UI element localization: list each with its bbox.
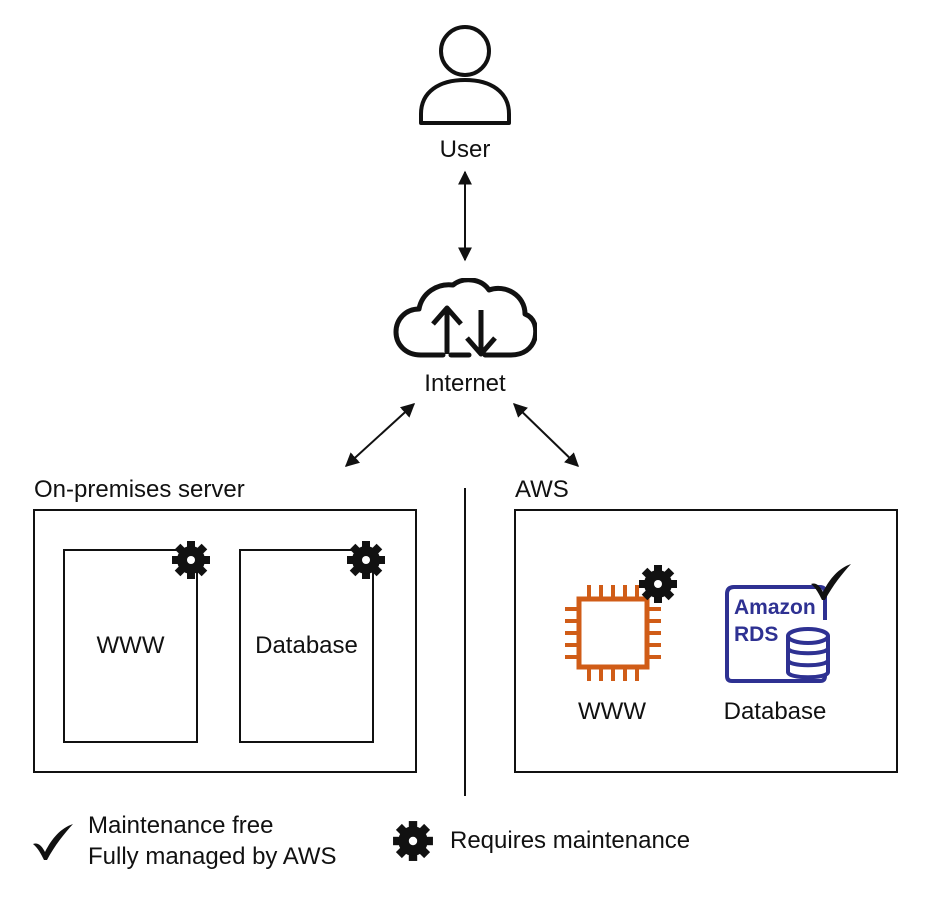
legend-maintenance-free: Maintenance free — [88, 812, 274, 839]
gear-icon — [172, 541, 210, 579]
aws-title: AWS — [515, 476, 569, 503]
checkmark-icon — [811, 564, 851, 600]
cloud-upload-download-icon — [393, 278, 537, 358]
gear-icon — [347, 541, 385, 579]
database-server-box — [239, 549, 374, 743]
aws-www-label: WWW — [578, 698, 646, 725]
internet-label: Internet — [424, 370, 506, 397]
legend-requires-maintenance: Requires maintenance — [450, 827, 691, 854]
aws-database-label: Database — [723, 698, 827, 725]
gear-icon — [393, 821, 433, 861]
checkmark-icon — [33, 824, 73, 860]
svg-text:Amazon: Amazon — [734, 596, 816, 619]
on-premises-title: On-premises server — [34, 476, 245, 503]
ec2-chip-icon — [565, 585, 661, 681]
aws-box — [514, 509, 898, 773]
internet-aws-arrow — [512, 403, 580, 467]
www-server-label: WWW — [96, 632, 165, 659]
on-premises-box — [33, 509, 417, 773]
user-label: User — [439, 136, 491, 163]
gear-icon — [639, 565, 677, 603]
svg-text:RDS: RDS — [734, 623, 778, 646]
user-icon — [419, 25, 511, 125]
internet-onprem-arrow — [344, 403, 416, 467]
legend-fully-managed: Fully managed by AWS — [88, 843, 337, 870]
database-server-label: Database — [255, 632, 358, 659]
www-server-box — [63, 549, 198, 743]
